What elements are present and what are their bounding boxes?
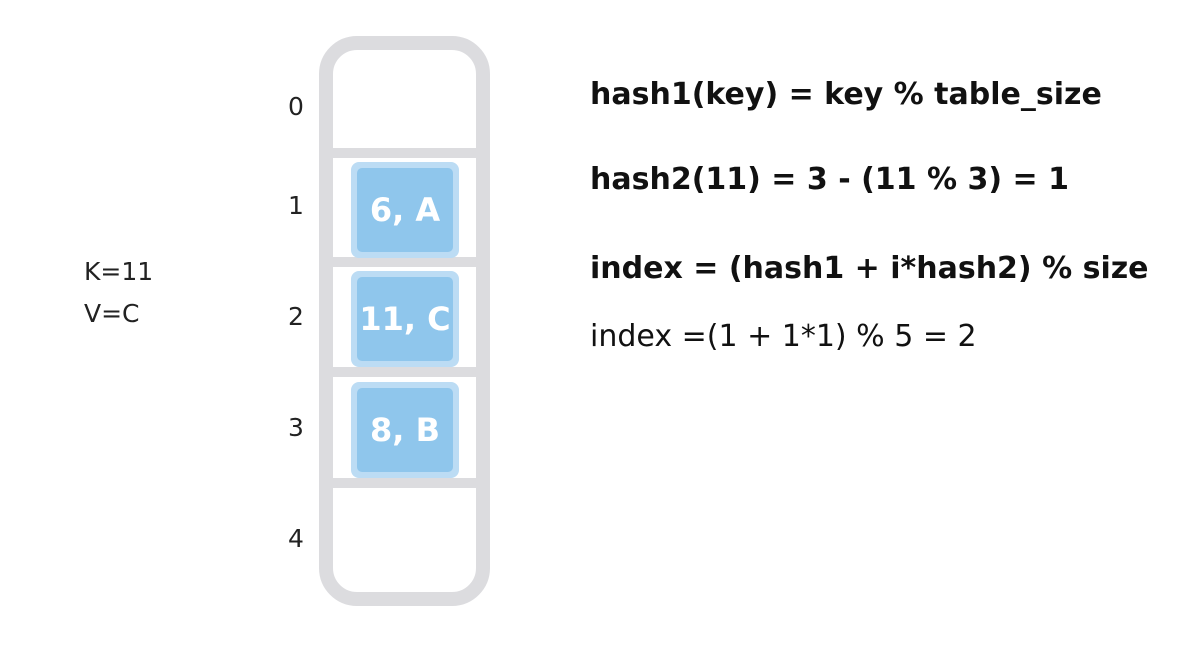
table-cell-2: 11, C: [351, 271, 459, 367]
cell-entry-label: 6, A: [357, 168, 453, 252]
cell-entry-label: 8, B: [357, 388, 453, 472]
slot-divider: [319, 478, 490, 488]
slot-index-3: 3: [288, 413, 304, 442]
slot-index-0: 0: [288, 92, 304, 121]
slot-divider: [319, 148, 490, 158]
index-computed-formula: index =(1 + 1*1) % 5 = 2: [590, 319, 977, 354]
slot-index-1: 1: [288, 191, 304, 220]
input-key-label: K=11: [84, 257, 154, 286]
hash-table-frame: [319, 36, 490, 606]
hash1-formula: hash1(key) = key % table_size: [590, 77, 1102, 112]
slot-divider: [319, 257, 490, 267]
table-cell-3: 8, B: [351, 382, 459, 478]
slot-index-4: 4: [288, 524, 304, 553]
input-value-label: V=C: [84, 299, 140, 328]
hash2-formula: hash2(11) = 3 - (11 % 3) = 1: [590, 162, 1069, 197]
slot-index-2: 2: [288, 302, 304, 331]
cell-entry-label: 11, C: [357, 277, 453, 361]
index-general-formula: index = (hash1 + i*hash2) % size: [590, 251, 1149, 286]
table-cell-1: 6, A: [351, 162, 459, 258]
slot-divider: [319, 367, 490, 377]
